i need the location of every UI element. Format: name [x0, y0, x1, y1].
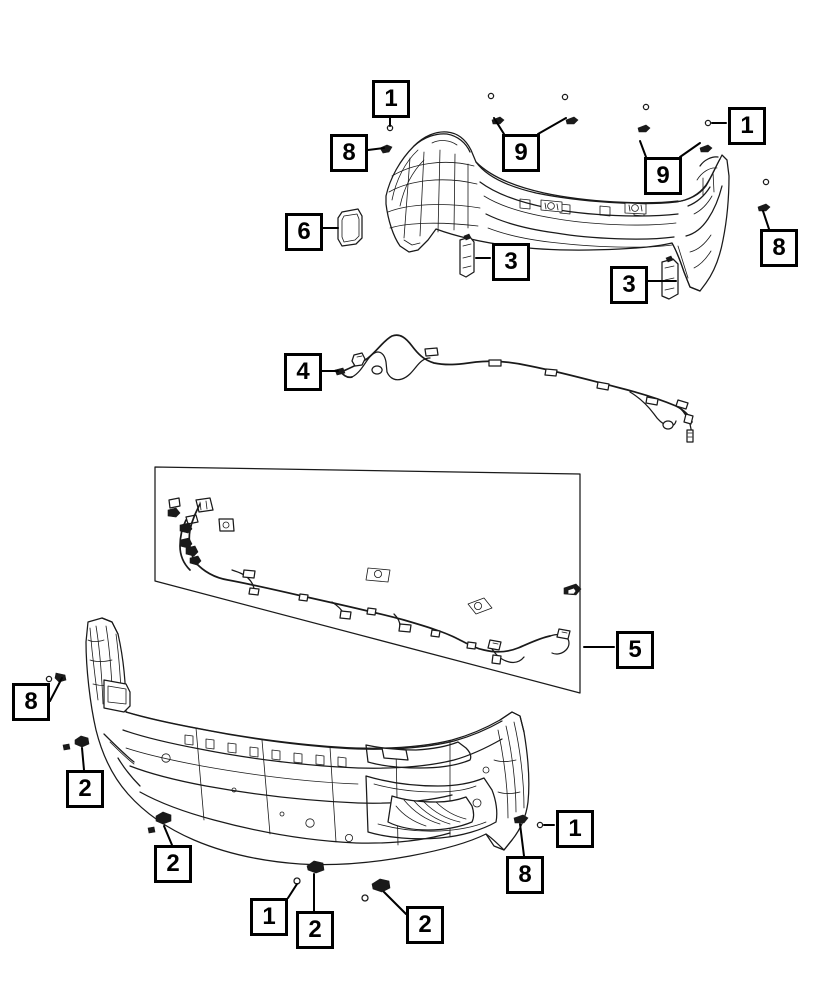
callout-1-rear-top-left[interactable]: 1: [372, 80, 410, 118]
callout-leader-lines: [49, 117, 770, 915]
front-wiring-harness-panel: [154, 466, 582, 694]
side-retainer-bracket-right: [661, 255, 679, 300]
callout-2-front-bottom-left[interactable]: 2: [296, 911, 334, 949]
front-fascia-tabs: [184, 734, 347, 768]
harness-connector-cluster: [167, 497, 235, 571]
harness-connector-far-right: [563, 583, 582, 596]
callout-6-tow-hook-cover[interactable]: 6: [285, 213, 323, 251]
callout-3-bracket-right[interactable]: 3: [610, 266, 648, 304]
callout-2-front-bottom-right[interactable]: 2: [406, 906, 444, 944]
callout-3-bracket-left[interactable]: 3: [492, 243, 530, 281]
rear-fascia-fasteners: [379, 92, 771, 212]
callout-2-front-left-lower[interactable]: 2: [154, 845, 192, 883]
callout-9-rear-center-right[interactable]: 9: [644, 157, 682, 195]
callout-9-rear-center-left[interactable]: 9: [502, 134, 540, 172]
tow-hook-cover-part: [337, 208, 363, 247]
harness-grommet-right: [467, 597, 493, 615]
callout-5-front-harness[interactable]: 5: [616, 631, 654, 669]
front-fascia-upper-notch: [365, 741, 472, 769]
callout-8-front-right[interactable]: 8: [506, 856, 544, 894]
callout-8-rear-left[interactable]: 8: [330, 134, 368, 172]
callout-8-rear-right[interactable]: 8: [760, 229, 798, 267]
callout-1-front-right[interactable]: 1: [556, 810, 594, 848]
callout-1-front-bottom[interactable]: 1: [250, 898, 288, 936]
rear-wiring-harness: [334, 334, 694, 443]
callout-2-front-left-upper[interactable]: 2: [66, 770, 104, 808]
front-fascia-fog-lamp-bezel: [365, 775, 498, 840]
harness-grommet-mid: [365, 567, 391, 583]
rear-sensor-plate-right: [624, 202, 647, 215]
rear-fascia-assembly: [385, 131, 730, 292]
side-retainer-bracket-left: [459, 233, 475, 278]
rear-sensor-plate-left: [540, 199, 563, 213]
front-fascia-assembly: [85, 617, 530, 866]
callout-8-front-left[interactable]: 8: [12, 683, 50, 721]
callout-1-rear-top-right[interactable]: 1: [728, 107, 766, 145]
front-fascia-fasteners: [45, 672, 544, 902]
callout-4-rear-harness[interactable]: 4: [284, 353, 322, 391]
